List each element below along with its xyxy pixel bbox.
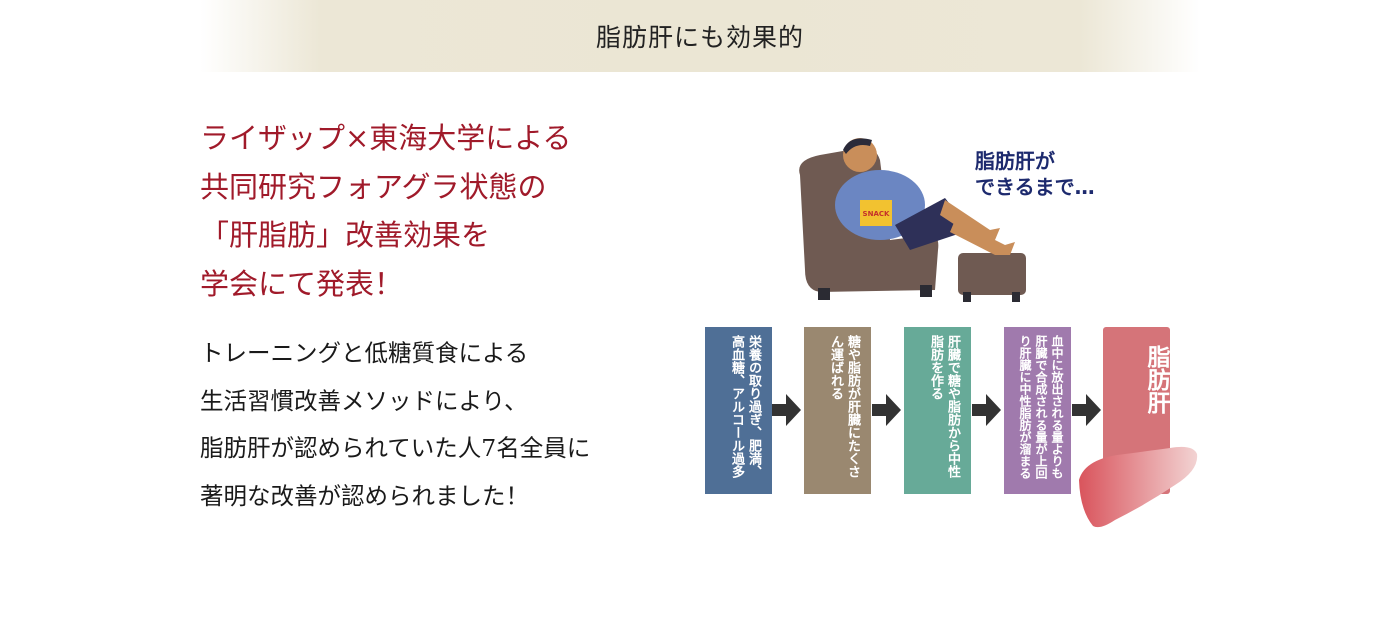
body-line: 生活習慣改善メソッドにより、 bbox=[200, 386, 528, 415]
result-label: 脂肪肝 bbox=[1143, 345, 1169, 414]
headline-line: ライザップ×東海大学による bbox=[200, 121, 572, 155]
liver-icon bbox=[1079, 446, 1198, 528]
headline-line: 共同研究フォアグラ状態の bbox=[200, 169, 547, 204]
snack-label: SNACK bbox=[863, 210, 890, 218]
caption-line: 脂肪肝が bbox=[975, 149, 1055, 173]
headline: ライザップ×東海大学による 共同研究フォアグラ状態の 「肝脂肪」改善効果を 学会… bbox=[200, 114, 571, 308]
headline-line: 学会にて発表！ bbox=[200, 266, 404, 301]
arrow-right-icon bbox=[772, 394, 801, 426]
flow-step-2: 糖や脂肪が肝臓にたくさん運ばれる bbox=[804, 327, 871, 494]
flow-step-3: 肝臓で糖や脂肪から中性脂肪を作る bbox=[904, 327, 971, 494]
section-banner: 脂肪肝にも効果的 bbox=[200, 0, 1200, 72]
body-paragraph: トレーニングと低糖質食による 生活習慣改善メソッドにより、 脂肪肝が認められてい… bbox=[200, 330, 590, 520]
arrow-right-icon bbox=[972, 394, 1001, 426]
arrow-right-icon bbox=[1072, 394, 1101, 426]
body-line: 著明な改善が認められました！ bbox=[200, 481, 529, 510]
body-line: 脂肪肝が認められていた人7名全員に bbox=[200, 434, 591, 462]
body-line: トレーニングと低糖質食による bbox=[200, 339, 529, 367]
snack-bag bbox=[860, 200, 892, 226]
caption-line: できるまで… bbox=[975, 175, 1095, 199]
section-title: 脂肪肝にも効果的 bbox=[595, 23, 804, 52]
man-on-armchair-illustration: SNACK bbox=[799, 138, 1026, 302]
illustration-caption: 脂肪肝が できるまで… bbox=[975, 148, 1095, 200]
flow-step-1: 栄養の取り過ぎ、肥満、高血糖、アルコール過多 bbox=[705, 327, 772, 494]
flow-step-4: 血中に放出される量よりも肝臓で合成される量が上回り肝臓に中性脂肪が溜まる bbox=[1004, 327, 1071, 494]
headline-line: 「肝脂肪」改善効果を bbox=[200, 218, 491, 252]
arrow-right-icon bbox=[872, 394, 901, 426]
